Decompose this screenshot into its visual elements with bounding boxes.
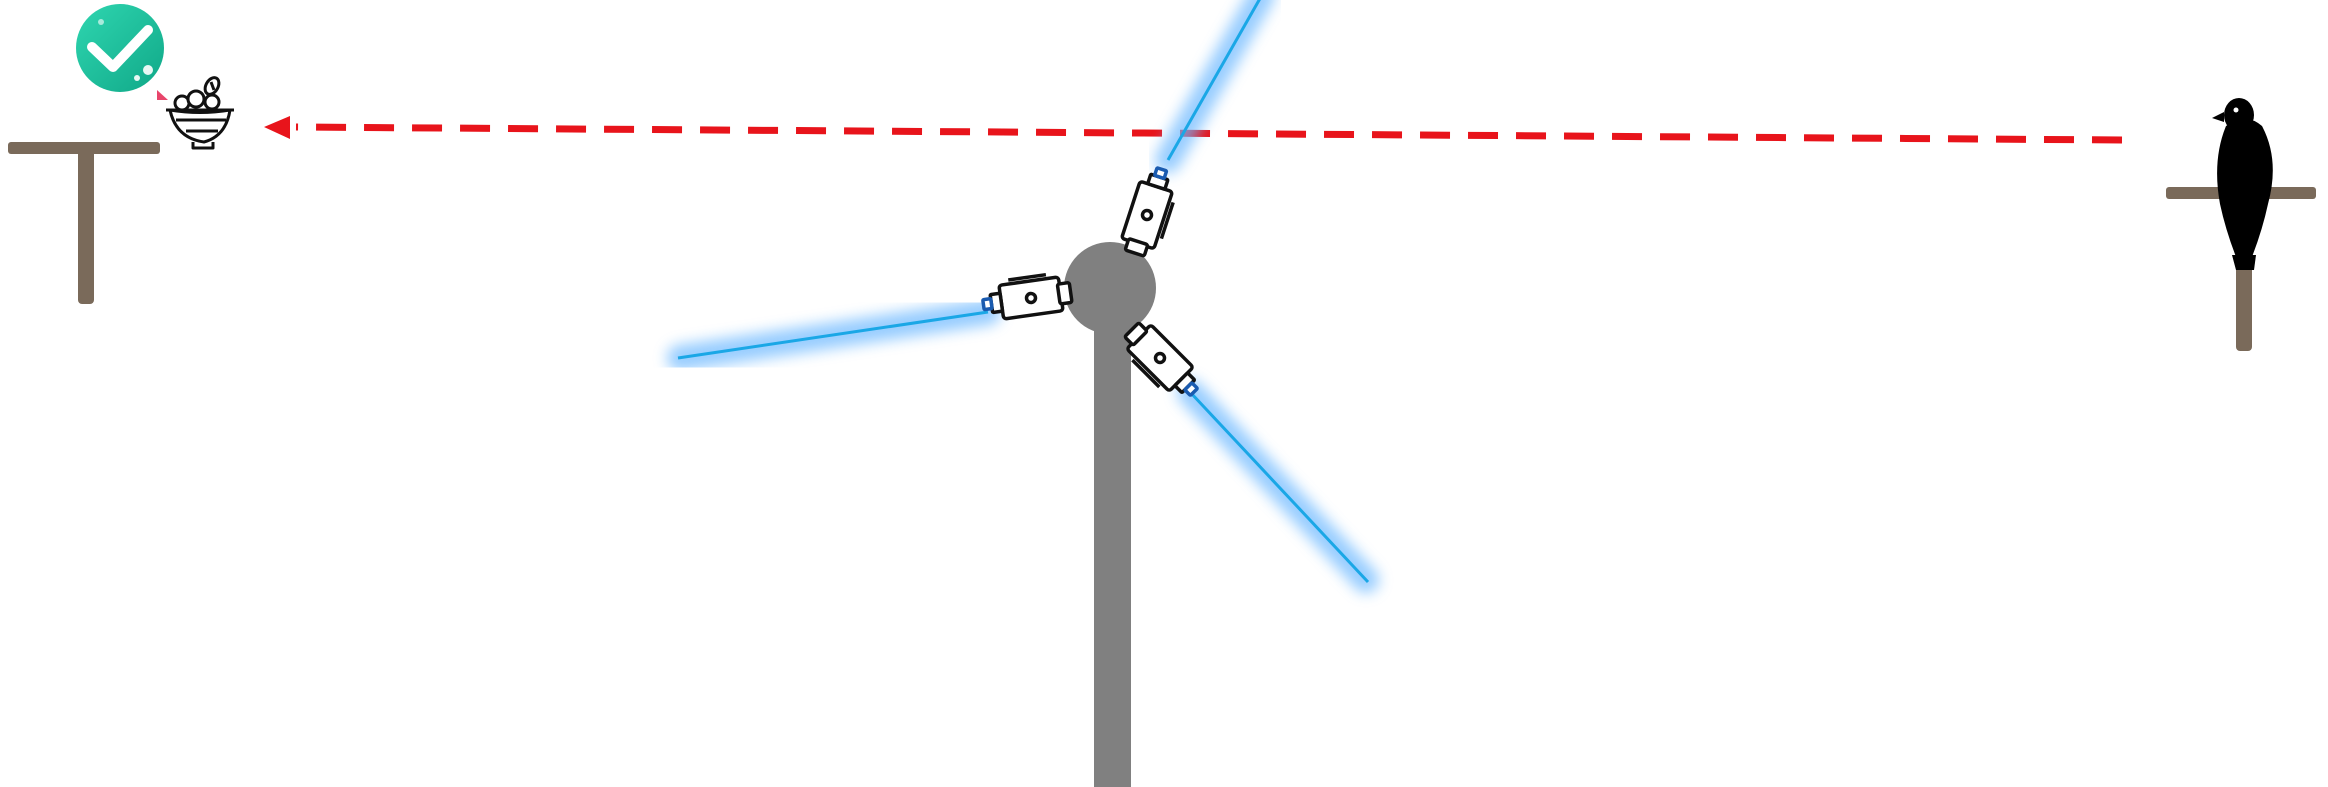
check-badge-icon [76,4,168,100]
food-bowl-icon [166,75,234,148]
raptor-silhouette-icon [2212,98,2273,270]
laser-emitter-icon [1118,164,1181,259]
left-perch [8,142,160,304]
flight-path-line [296,127,2122,140]
turbine-tower [1094,300,1131,787]
turbine-blade-left [678,312,988,358]
turbine-blade-lower [1190,392,1368,582]
left-perch-post [78,148,94,304]
flight-path-arrowhead [264,116,290,139]
